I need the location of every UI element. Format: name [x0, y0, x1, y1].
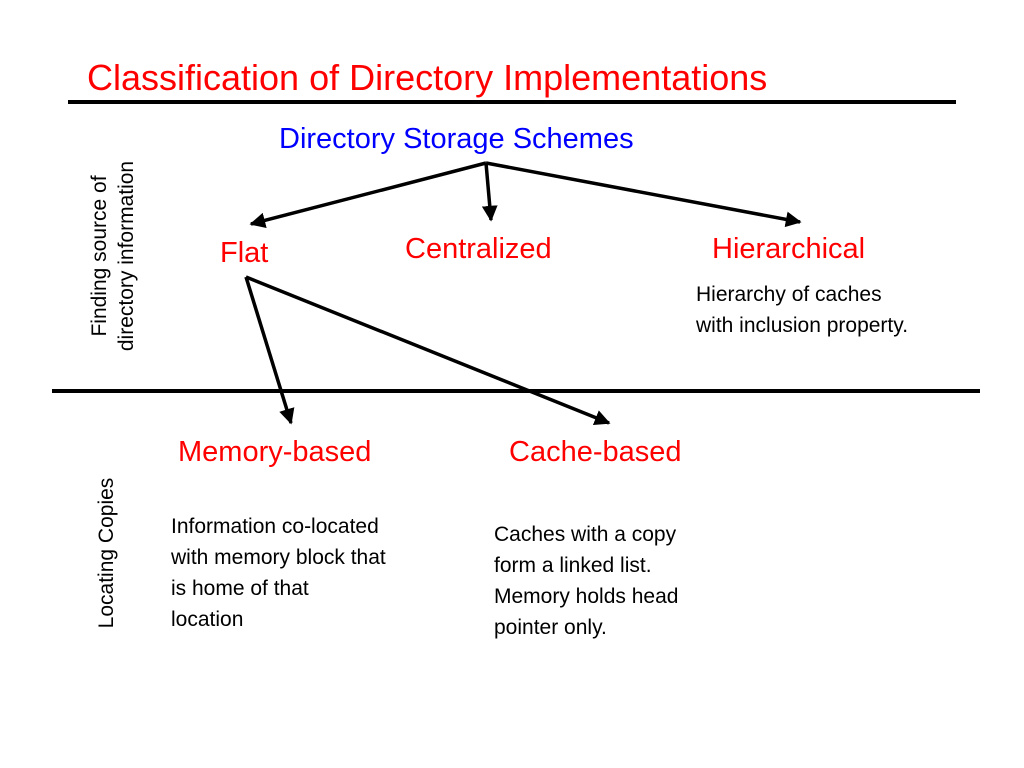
- node-flat: Flat: [220, 237, 269, 269]
- node-cache-based: Cache-based: [509, 436, 682, 468]
- node-hierarchical: Hierarchical: [712, 233, 866, 265]
- memory-based-description: Information co-located with memory block…: [171, 515, 386, 631]
- hierarchical-description: Hierarchy of caches with inclusion prope…: [696, 283, 909, 337]
- node-centralized: Centralized: [405, 233, 552, 265]
- arrow-flat-to-memory-based: [244, 276, 295, 425]
- node-memory-based: Memory-based: [178, 436, 372, 468]
- section-divider: [52, 389, 980, 393]
- root-node-directory-storage-schemes: Directory Storage Schemes: [279, 123, 634, 155]
- cache-based-description: Caches with a copy form a linked list. M…: [494, 523, 679, 639]
- title-underline: [68, 100, 956, 104]
- slide-title: Classification of Directory Implementati…: [87, 57, 768, 98]
- arrow-flat-to-cache-based: [245, 275, 611, 426]
- arrow-root-to-hierarchical: [485, 161, 802, 228]
- arrow-root-to-centralized: [481, 162, 498, 222]
- arrow-root-to-flat: [249, 161, 487, 229]
